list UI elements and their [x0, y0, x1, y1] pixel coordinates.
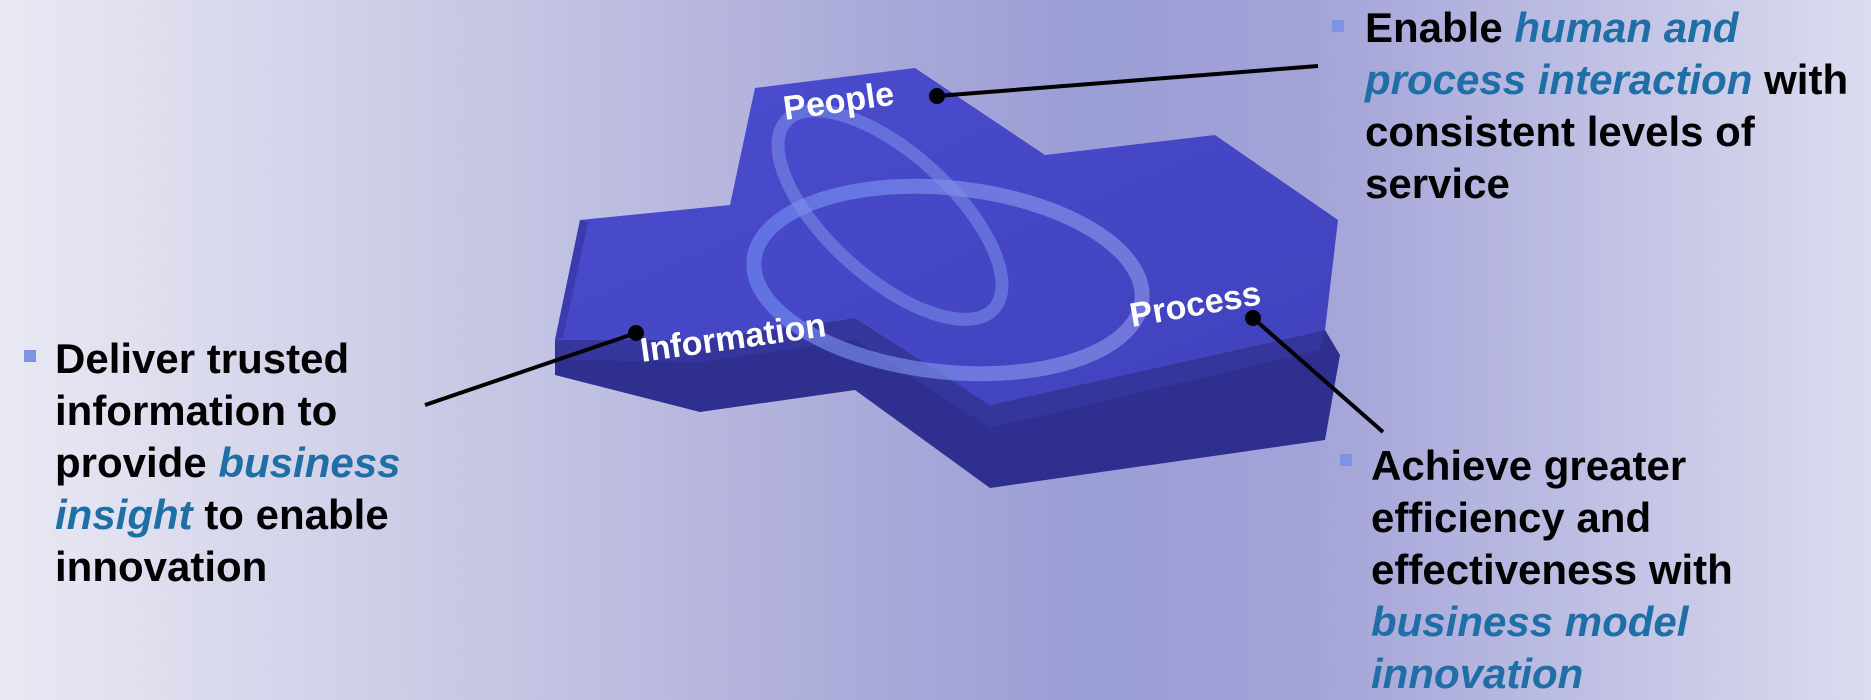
- callout-information-post: to enable innovation: [55, 491, 389, 590]
- callout-people-post: with consistent levels of service: [1365, 56, 1849, 207]
- callout-information: Deliver trusted information to provide b…: [55, 333, 475, 593]
- connector-process: [1251, 316, 1385, 434]
- connector-people: [936, 64, 1319, 98]
- bullet-marker-people: [1332, 20, 1344, 32]
- ring-vertical: [771, 104, 1009, 326]
- shape-side: [555, 318, 1340, 488]
- callout-people: Enable human and process interaction wit…: [1365, 2, 1865, 210]
- connector-dot-people: [929, 88, 945, 104]
- callout-process-pre: Achieve greater efficiency and effective…: [1371, 442, 1733, 593]
- connector-information: [424, 331, 637, 407]
- callout-information-highlight: business insight: [55, 439, 401, 538]
- connector-dot-process: [1245, 310, 1261, 326]
- callout-process-highlight: business model innovation: [1371, 598, 1689, 697]
- bullet-marker-process: [1340, 454, 1352, 466]
- bullet-marker-information: [24, 350, 36, 362]
- shape-left-edge: [555, 220, 588, 340]
- callout-process: Achieve greater efficiency and effective…: [1371, 440, 1851, 700]
- connector-dot-information: [628, 325, 644, 341]
- callout-people-highlight: human and process interaction: [1365, 4, 1753, 103]
- callout-information-pre: Deliver trusted information to provide: [55, 335, 350, 486]
- callout-people-pre: Enable: [1365, 4, 1515, 51]
